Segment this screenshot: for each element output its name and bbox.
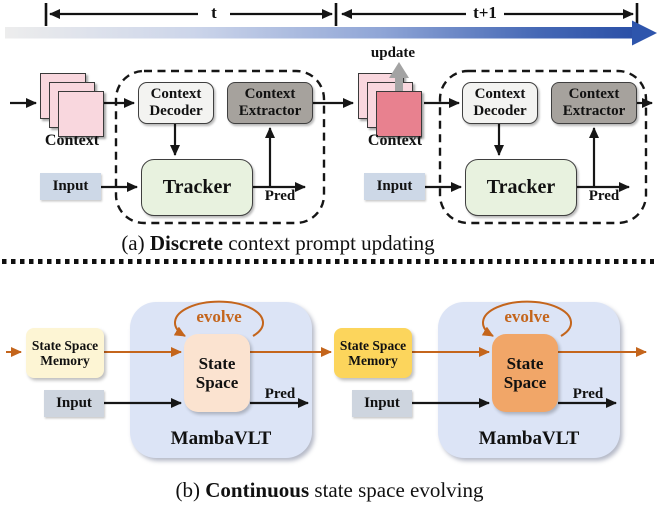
caption-b: (b) Continuous state space evolving	[0, 478, 659, 503]
caption-b-prefix: (b)	[175, 478, 206, 502]
context-decoder-box: Context Decoder	[138, 82, 214, 124]
pred-label: Pred	[588, 188, 620, 204]
caption-a-bold: Discrete	[149, 231, 223, 255]
pred-label: Pred	[264, 386, 296, 402]
caption-a: (a) Discrete context prompt updating	[0, 231, 556, 256]
evolve-label: evolve	[504, 307, 550, 326]
input-box: Input	[44, 390, 104, 417]
pred-label: Pred	[264, 188, 296, 204]
state-space-memory-box: State Space Memory	[26, 328, 104, 378]
pred-label: Pred	[572, 386, 604, 402]
update-label: update	[370, 45, 416, 61]
context-extractor-box: Context Extractor	[551, 82, 637, 124]
context-label: Context	[44, 132, 100, 149]
tracker-box: Tracker	[465, 159, 577, 216]
timeline-ticks	[44, 3, 639, 30]
mambavlt-label: MambaVLT	[170, 428, 272, 449]
mambavlt-label: MambaVLT	[478, 428, 580, 449]
state-space-box: State Space	[492, 334, 558, 412]
caption-b-bold: Continuous	[205, 478, 310, 502]
dotted-separator	[2, 258, 654, 264]
input-box: Input	[352, 390, 412, 417]
caption-a-prefix: (a)	[121, 231, 150, 255]
state-space-memory-box: State Space Memory	[334, 328, 412, 378]
timeline-label-t1: t+1	[473, 3, 497, 22]
input-box: Input	[364, 173, 425, 200]
caption-b-rest: state space evolving	[309, 478, 484, 502]
time-gradient-arrow	[5, 20, 657, 46]
tracker-box: Tracker	[141, 159, 253, 216]
evolve-label: evolve	[196, 307, 242, 326]
timeline-label-t: t	[211, 3, 217, 22]
caption-a-rest: context prompt updating	[222, 231, 435, 255]
state-space-box: State Space	[184, 334, 250, 412]
context-decoder-box: Context Decoder	[462, 82, 538, 124]
context-extractor-box: Context Extractor	[227, 82, 313, 124]
context-frame-front-updated	[376, 91, 422, 137]
input-box: Input	[40, 173, 101, 200]
context-frame-front	[58, 91, 104, 137]
context-label: Context	[367, 132, 423, 149]
